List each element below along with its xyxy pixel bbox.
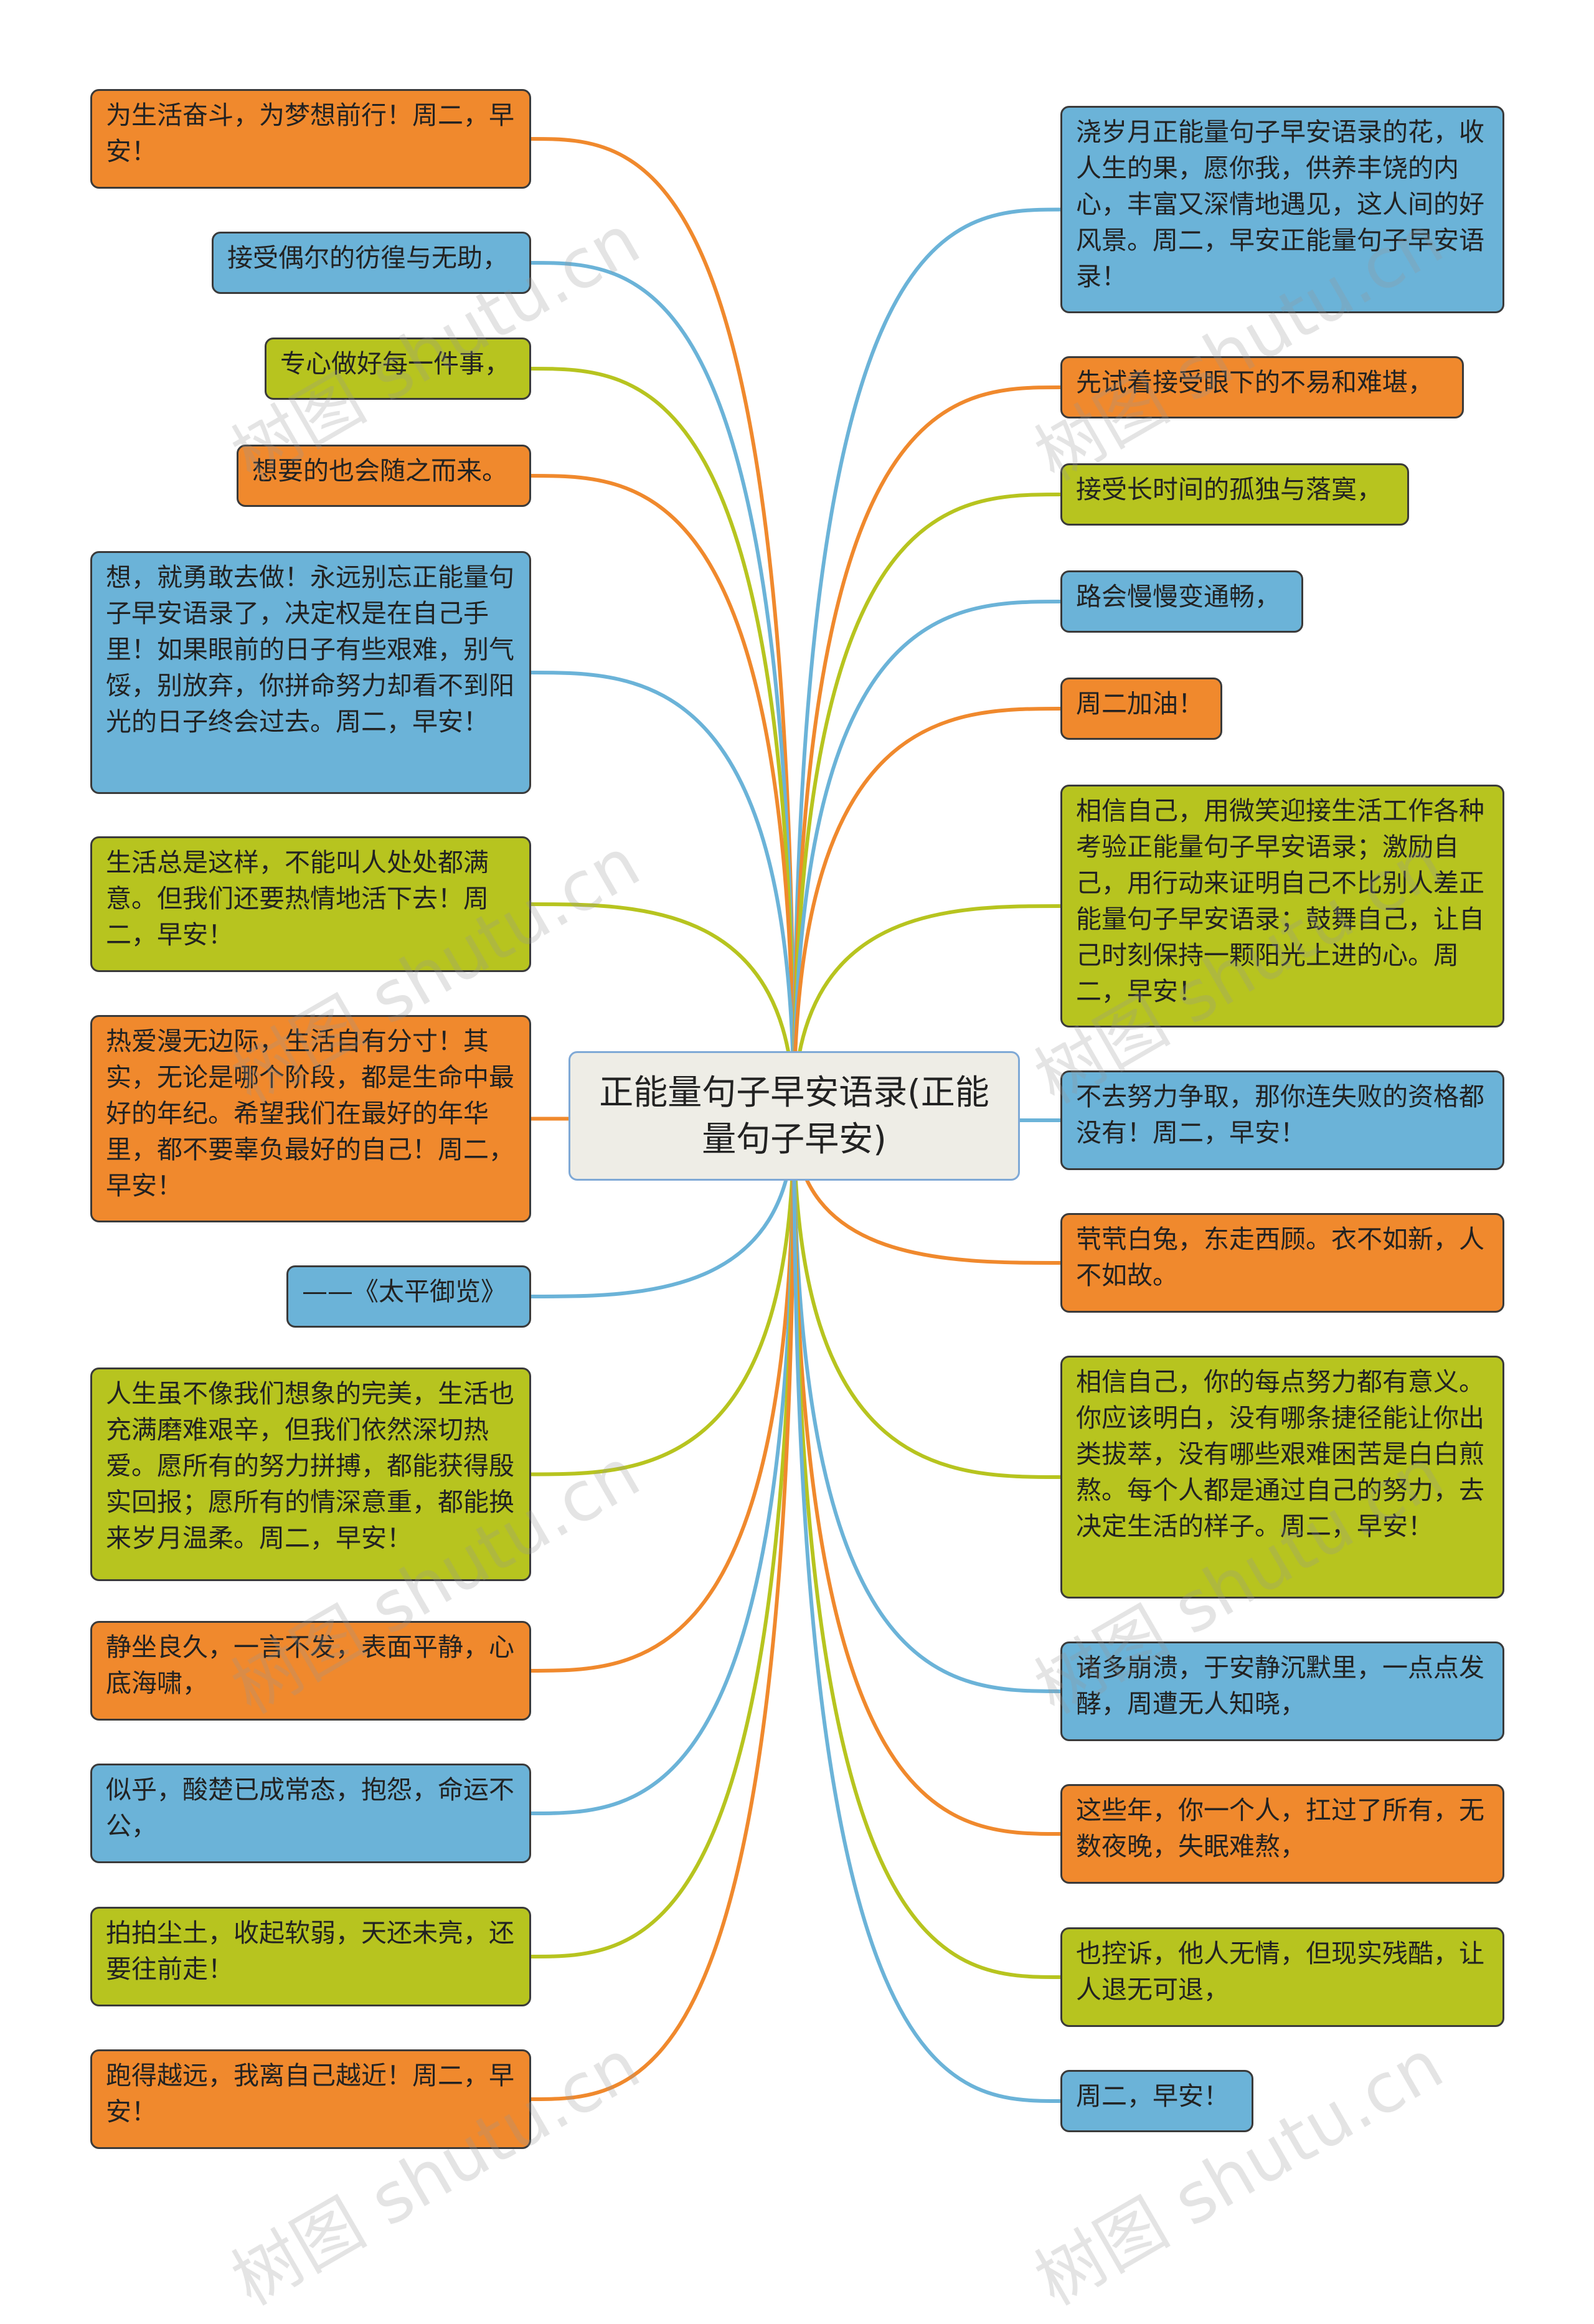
connector-left-3: [531, 367, 796, 1117]
connector-right-2: [792, 385, 1061, 1117]
right-node-7[interactable]: 不去努力争取，那你连失败的资格都没有！周二，早安！: [1060, 1070, 1504, 1170]
connector-left-6: [531, 902, 796, 1117]
connector-left-5: [531, 671, 796, 1117]
right-node-1[interactable]: 浇岁月正能量句子早安语录的花，收人生的果，愿你我，供养丰饶的内心，丰富又深情地遇…: [1060, 106, 1504, 313]
right-node-10[interactable]: 诸多崩溃，于安静沉默里，一点点发酵，周遭无人知晓，: [1060, 1641, 1504, 1741]
connector-right-5: [792, 707, 1061, 1117]
connector-right-10: [792, 1115, 1061, 1693]
connector-left-1: [531, 137, 796, 1117]
right-node-5[interactable]: 周二加油！: [1060, 678, 1222, 740]
connector-right-13: [792, 1115, 1061, 2103]
connector-right-6: [792, 904, 1061, 1117]
left-node-4[interactable]: 想要的也会随之而来。: [237, 445, 531, 507]
left-node-3[interactable]: 专心做好每一件事，: [265, 338, 531, 400]
connector-left-11: [531, 1115, 796, 1815]
right-node-9[interactable]: 相信自己，你的每点努力都有意义。你应该明白，没有哪条捷径能让你出类拔萃，没有哪些…: [1060, 1356, 1504, 1599]
connector-right-3: [792, 493, 1061, 1117]
right-node-11[interactable]: 这些年，你一个人，扛过了所有，无数夜晚，失眠难熬，: [1060, 1784, 1504, 1884]
connector-left-2: [531, 261, 796, 1117]
right-node-4[interactable]: 路会慢慢变通畅，: [1060, 570, 1303, 633]
right-node-2[interactable]: 先试着接受眼下的不易和难堪，: [1060, 356, 1464, 418]
central-topic-label: 正能量句子早安语录(正能量句子早安): [599, 1072, 989, 1159]
right-node-13[interactable]: 周二，早安！: [1060, 2070, 1253, 2132]
connector-left-9: [531, 1115, 796, 1476]
left-node-2[interactable]: 接受偶尔的彷徨与无助，: [212, 232, 531, 294]
connector-right-11: [792, 1115, 1061, 1836]
left-node-5[interactable]: 想，就勇敢去做！永远别忘正能量句子早安语录了，决定权是在自己手里！如果眼前的日子…: [90, 551, 531, 794]
left-node-1[interactable]: 为生活奋斗，为梦想前行！周二，早安！: [90, 89, 531, 189]
left-node-6[interactable]: 生活总是这样，不能叫人处处都满意。但我们还要热情地活下去！周二，早安！: [90, 836, 531, 972]
right-node-12[interactable]: 也控诉，他人无情，但现实残酷，让人退无可退，: [1060, 1927, 1504, 2027]
connector-right-12: [792, 1115, 1061, 1979]
left-node-8[interactable]: ——《太平御览》: [286, 1265, 531, 1328]
connector-left-12: [531, 1115, 796, 1958]
connector-left-4: [531, 474, 796, 1117]
right-node-8[interactable]: 茕茕白兔，东走西顾。衣不如新，人不如故。: [1060, 1213, 1504, 1313]
left-node-9[interactable]: 人生虽不像我们想象的完美，生活也充满磨难艰辛，但我们依然深切热爱。愿所有的努力拼…: [90, 1367, 531, 1581]
connector-right-4: [792, 600, 1061, 1117]
connector-left-8: [531, 1115, 796, 1298]
left-node-11[interactable]: 似乎，酸楚已成常态，抱怨，命运不公，: [90, 1764, 531, 1863]
central-topic[interactable]: 正能量句子早安语录(正能量句子早安): [568, 1051, 1020, 1181]
left-node-13[interactable]: 跑得越远，我离自己越近！周二，早安！: [90, 2049, 531, 2149]
connector-right-1: [792, 207, 1061, 1117]
left-node-12[interactable]: 拍拍尘土，收起软弱，天还未亮，还要往前走！: [90, 1907, 531, 2006]
right-node-6[interactable]: 相信自己，用微笑迎接生活工作各种考验正能量句子早安语录；激励自己，用行动来证明自…: [1060, 785, 1504, 1027]
left-node-10[interactable]: 静坐良久，一言不发，表面平静，心底海啸，: [90, 1621, 531, 1721]
right-node-3[interactable]: 接受长时间的孤独与落寞，: [1060, 463, 1409, 526]
left-node-7[interactable]: 热爱漫无边际，生活自有分寸！其实，无论是哪个阶段，都是生命中最好的年纪。希望我们…: [90, 1015, 531, 1222]
connector-right-9: [792, 1115, 1061, 1479]
connector-lines: [531, 137, 1061, 2103]
connector-left-13: [531, 1115, 796, 2101]
connector-left-10: [531, 1115, 796, 1673]
